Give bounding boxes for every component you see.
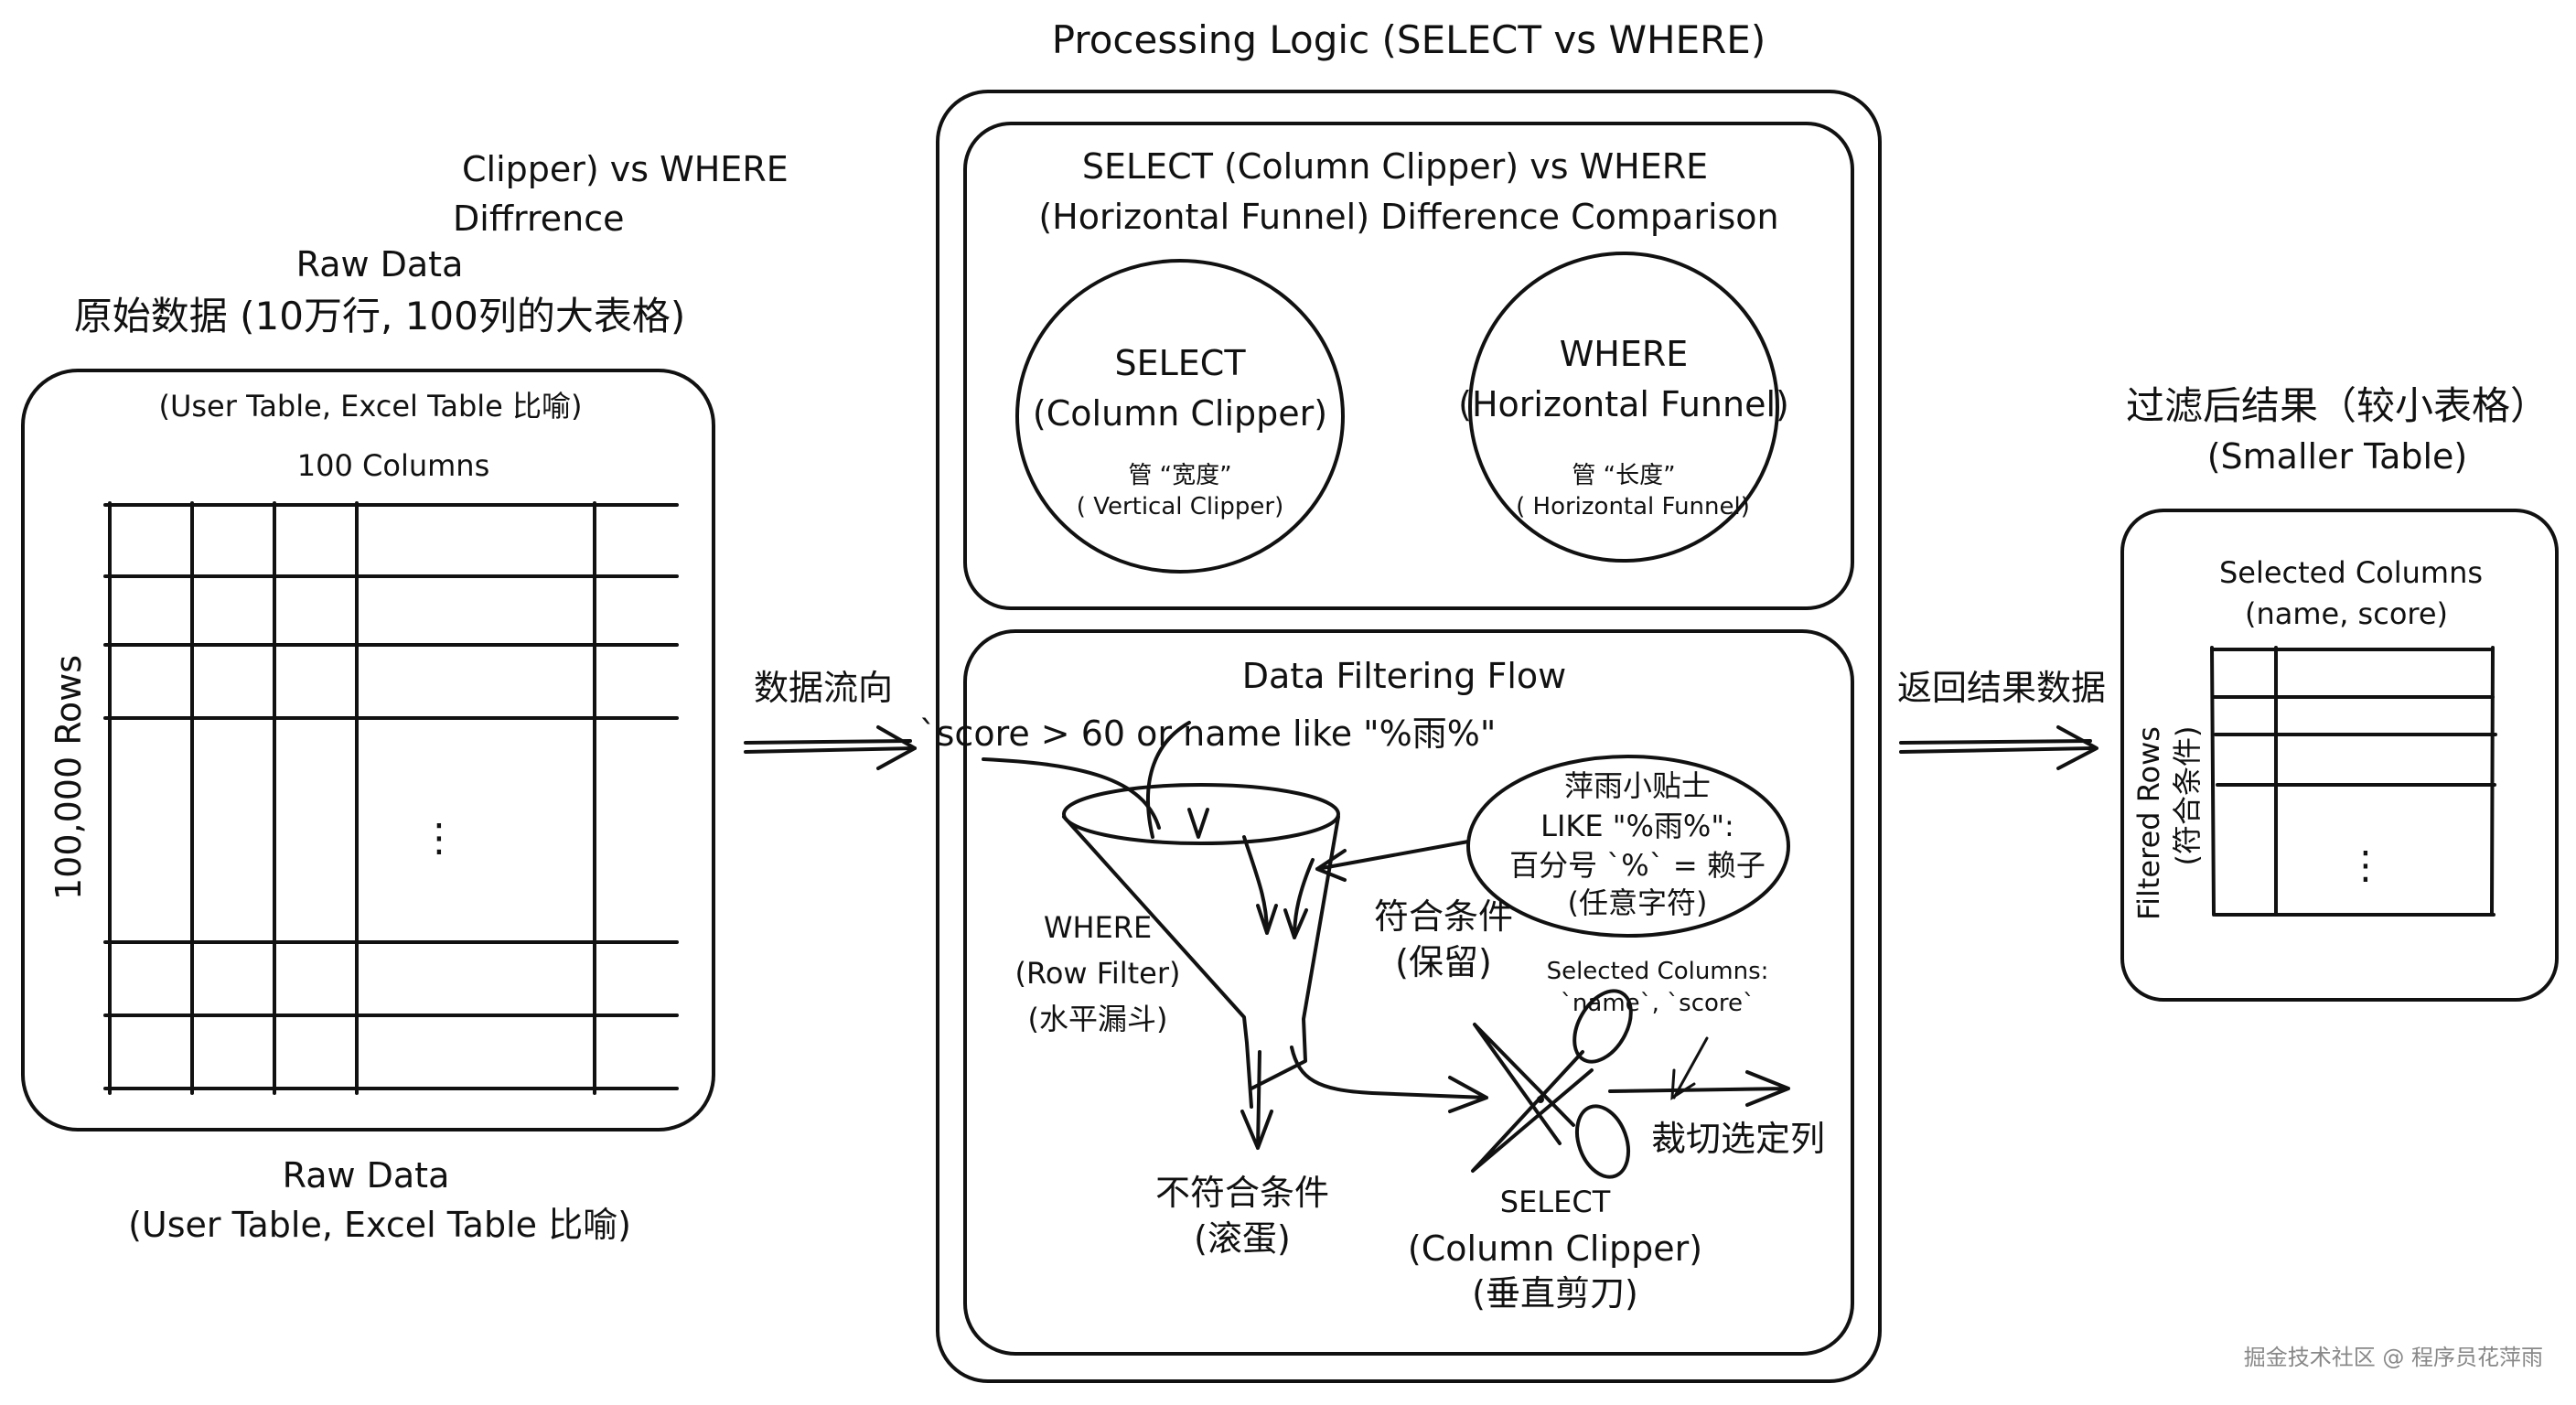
reject-label: 不符合条件 [1155, 1173, 1329, 1213]
tip-line3: 百分号 `%` = 赖子 [1509, 848, 1766, 883]
watermark: 掘金技术社区 @ 程序员花萍雨 [2244, 1345, 2543, 1370]
result-title-zh: 过滤后结果（较小表格） [2126, 383, 2549, 428]
tip-line2: LIKE "%雨%": [1540, 809, 1734, 843]
result-grid-ellipsis: ⋮ [2346, 842, 2385, 887]
result-box [2120, 509, 2559, 1002]
reject-label-sub: (滚蛋) [1194, 1218, 1291, 1259]
cut-label: 裁切选定列 [1651, 1119, 1825, 1159]
where-circle-subtitle: (Horizontal Funnel) [1458, 384, 1789, 424]
selected-columns-names: `name`, `score` [1561, 990, 1755, 1017]
select-label-zh: (垂直剪刀) [1472, 1273, 1638, 1314]
raw-data-footer-subtitle: (User Table, Excel Table 比喻) [128, 1205, 631, 1245]
result-title-en: (Smaller Table) [2207, 436, 2468, 477]
diagram-title: Processing Logic (SELECT vs WHERE) [1052, 17, 1766, 62]
tip-bubble [1466, 755, 1790, 938]
cut-arrow [1608, 1070, 1790, 1107]
selected-columns-note: Selected Columns: [1547, 958, 1769, 985]
raw-data-footer-title: Raw Data [283, 1155, 450, 1196]
select-circle-title: SELECT [1114, 343, 1246, 383]
raw-data-box [21, 369, 715, 1132]
select-circle [1015, 259, 1345, 574]
where-label-sub: (Row Filter) [1015, 956, 1181, 991]
result-columns-names: (name, score) [2245, 596, 2448, 631]
stray-text-2: Diffrrence [453, 198, 624, 239]
result-grid [2210, 646, 2497, 917]
processing-box [936, 90, 1882, 1383]
funnel-icon [982, 721, 1340, 1109]
select-circle-note2: ( Vertical Clipper) [1077, 493, 1283, 520]
result-columns-label: Selected Columns [2219, 555, 2483, 590]
comparison-box [963, 122, 1854, 610]
select-label-sub: (Column Clipper) [1408, 1228, 1702, 1269]
keep-label: 符合条件 [1374, 896, 1513, 937]
scissors-icon [1471, 989, 1633, 1179]
comparison-title-2: (Horizontal Funnel) Difference Compariso… [1038, 197, 1778, 237]
rows-label: 100,000 Rows [48, 655, 89, 900]
where-circle-title: WHERE [1560, 334, 1689, 374]
flow-in-arrow [744, 725, 917, 770]
select-label: SELECT [1500, 1185, 1611, 1219]
filtered-rows-label: Filtered Rows [2131, 726, 2166, 920]
reject-arrow [1240, 1050, 1273, 1150]
keep-label-sub: (保留) [1395, 942, 1492, 982]
filtering-flow-title: Data Filtering Flow [1242, 656, 1567, 696]
raw-data-label: Raw Data [296, 244, 464, 284]
raw-data-title-zh: 原始数据 (10万行, 100列的大表格) [74, 294, 685, 338]
where-label: WHERE [1044, 910, 1152, 945]
flow-in-label: 数据流向 [754, 668, 893, 708]
select-circle-note: 管 “宽度” [1128, 462, 1231, 489]
raw-data-box-subtitle: (User Table, Excel Table 比喻) [158, 389, 582, 424]
where-circle-note2: ( Horizontal Funnel) [1516, 493, 1750, 520]
where-circle-note: 管 “长度” [1572, 462, 1675, 489]
stray-text-1: Clipper) vs WHERE [462, 149, 789, 189]
raw-data-grid [103, 501, 679, 1095]
select-circle-subtitle: (Column Clipper) [1033, 393, 1327, 434]
flow-out-arrow [1899, 725, 2098, 770]
raw-grid-ellipsis: ⋮ [420, 815, 458, 860]
where-circle [1468, 252, 1779, 563]
filtering-flow-box [963, 629, 1854, 1356]
filtered-rows-label-zh: (符合条件) [2170, 726, 2205, 866]
tip-title: 萍雨小贴士 [1564, 768, 1711, 803]
tip-arrow [1315, 840, 1470, 882]
flow-out-label: 返回结果数据 [1897, 668, 2106, 708]
keep-to-select-arrow [1290, 1046, 1488, 1113]
where-label-zh: (水平漏斗) [1028, 1002, 1168, 1036]
columns-label: 100 Columns [297, 448, 489, 483]
comparison-title-1: SELECT (Column Clipper) vs WHERE [1082, 146, 1708, 187]
filter-query: `score > 60 or name like "%雨%" [919, 713, 1497, 754]
tip-line4: (任意字符) [1568, 885, 1708, 920]
